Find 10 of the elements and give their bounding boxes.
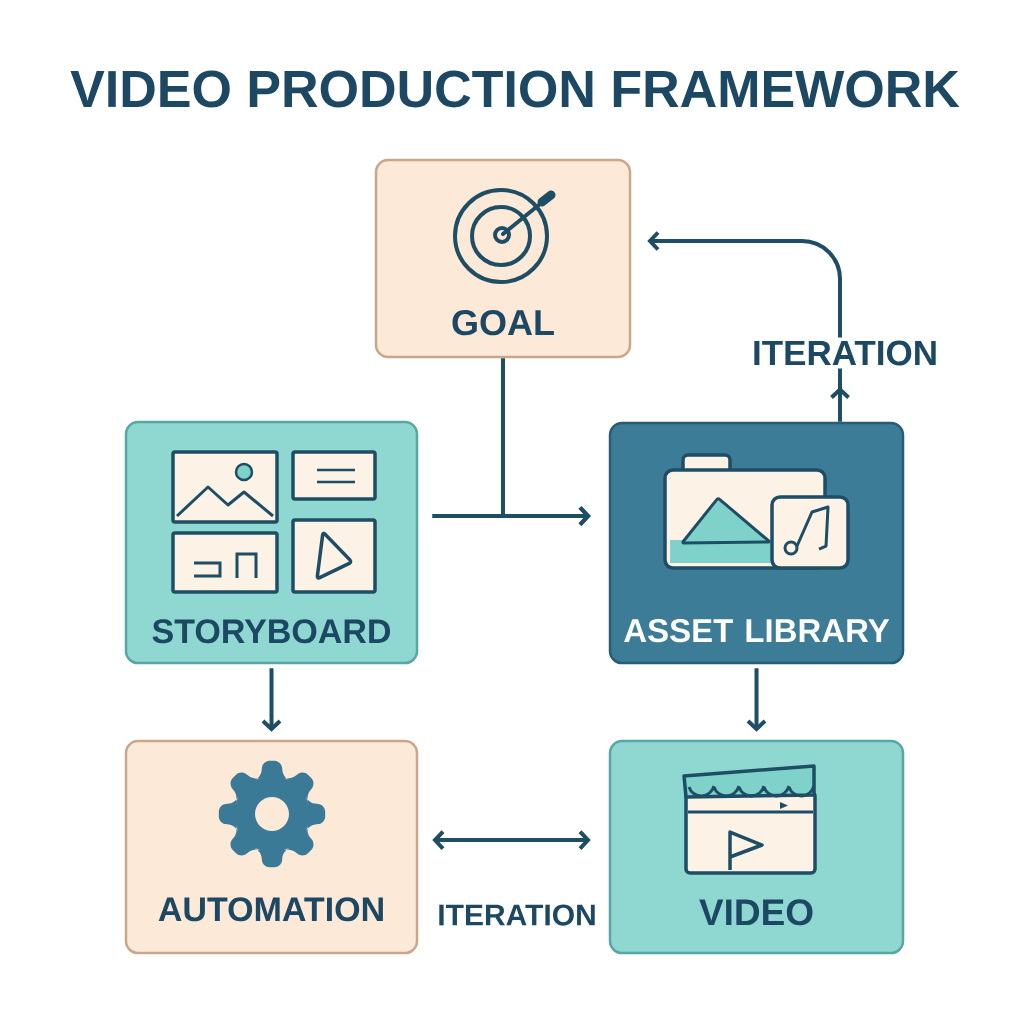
arrow [746,668,767,732]
process-box: AUTOMATION [124,739,419,955]
arrow [432,506,591,526]
process-box: GOAL [374,158,632,359]
arrow [261,668,282,732]
edge-label: ITERATION [434,901,600,929]
arrow [647,231,850,422]
double-arrow [432,830,591,850]
edge-label: ITERATION [749,337,941,369]
title: VIDEO PRODUCTION FRAMEWORK [70,70,960,108]
